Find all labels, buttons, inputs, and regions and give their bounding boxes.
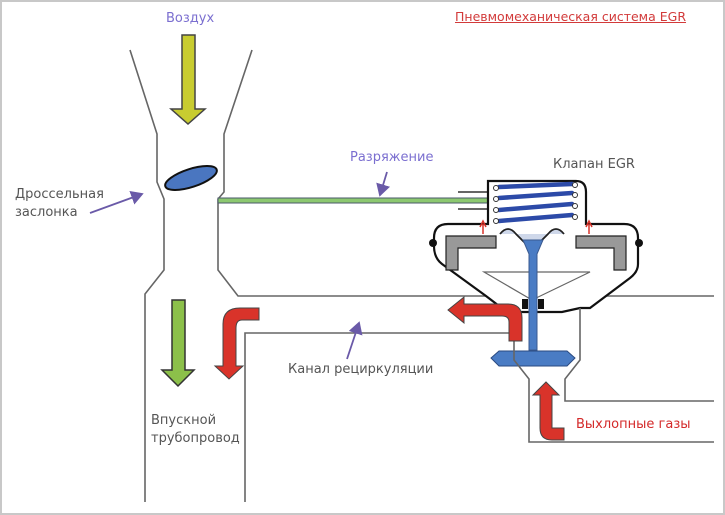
vacuum-pointer	[376, 171, 391, 197]
egr-valve	[429, 179, 643, 367]
air-label: Воздух	[166, 11, 215, 26]
vacuum-label: Разряжение	[350, 150, 434, 165]
intake-label-line2: трубопровод	[151, 431, 240, 446]
air-arrow	[169, 34, 207, 126]
throttle-label-line1: Дроссельная	[15, 187, 104, 202]
recirculated-gas-arrow	[213, 307, 260, 380]
valve-head	[490, 350, 576, 367]
throttle-plate	[164, 165, 218, 191]
throttle-label-line2: заслонка	[15, 205, 78, 220]
exhaust-arrow	[531, 381, 565, 441]
recirculation-channel-label: Канал рециркуляции	[288, 362, 434, 377]
exhaust-gases-label: Выхлопные газы	[576, 417, 691, 432]
intake-label-line1: Впускной	[151, 413, 217, 428]
throttle-pointer	[89, 190, 144, 214]
diagram-title: Пневмомеханическая система EGR	[455, 9, 687, 24]
exhaust-pipe	[513, 308, 714, 443]
egr-valve-label: Клапан EGR	[553, 157, 635, 172]
egr-flow-arrow	[447, 295, 523, 342]
intake-flow-arrow	[160, 299, 196, 388]
vacuum-line	[217, 191, 489, 210]
valve-spring	[496, 181, 575, 224]
channel-pointer	[346, 321, 363, 360]
